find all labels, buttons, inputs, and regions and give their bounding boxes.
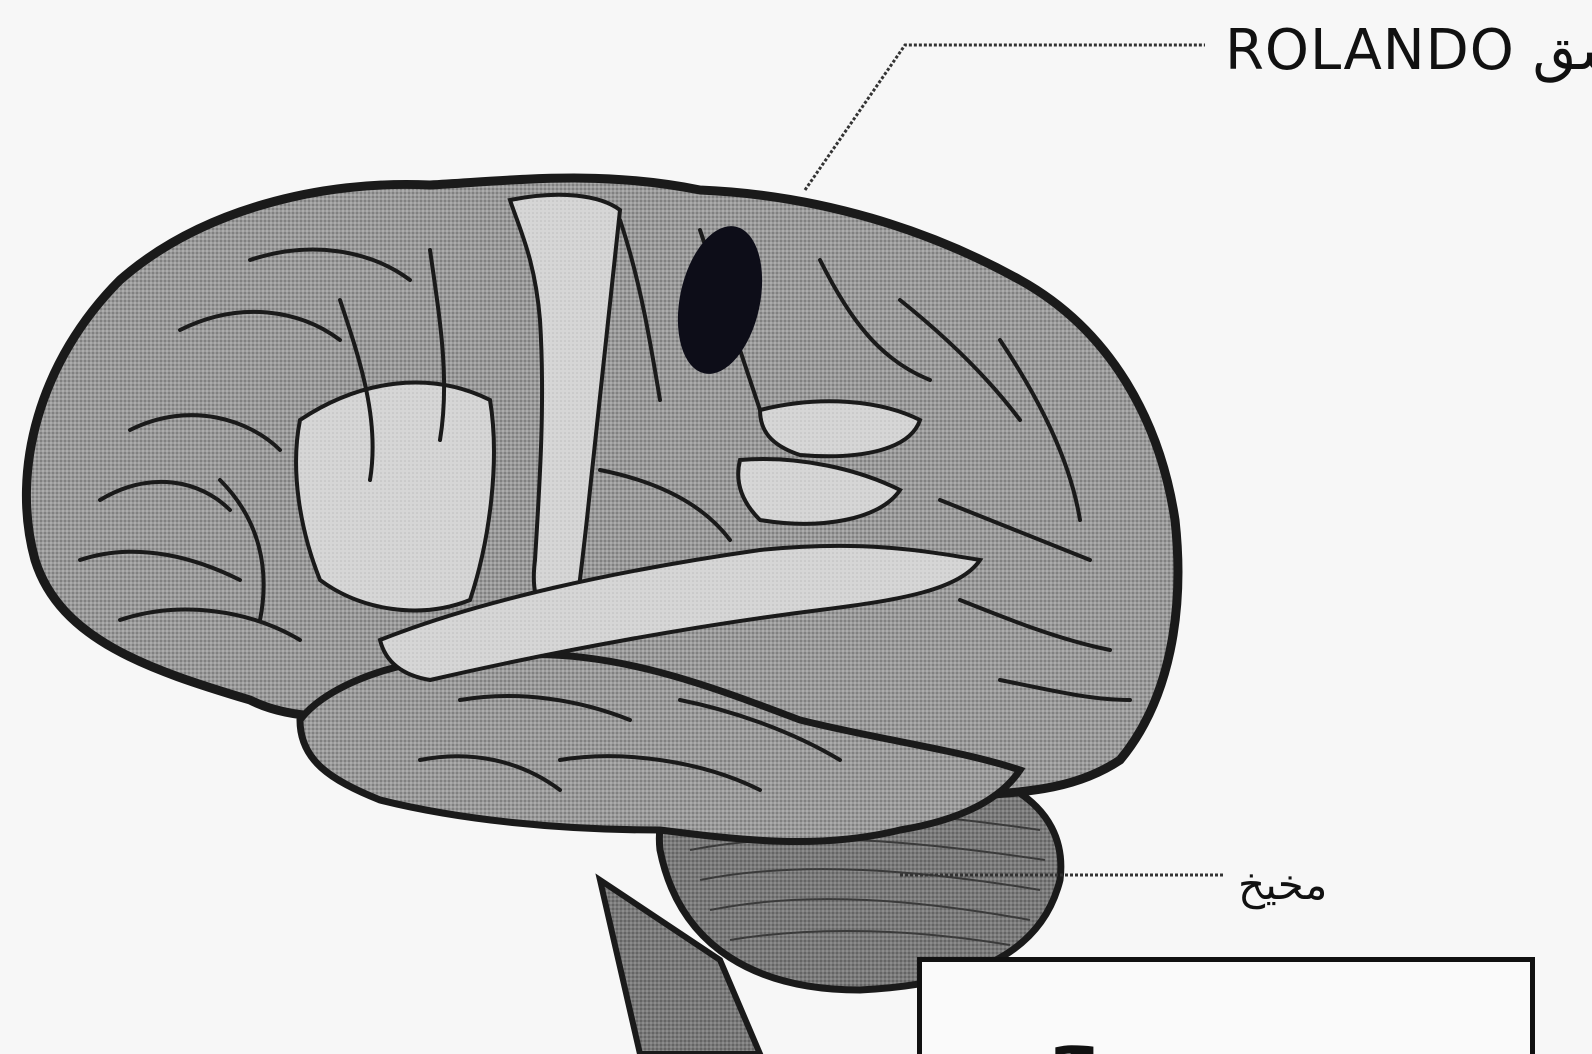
frontal-light-region: [296, 383, 494, 611]
rolando-leader-line: [805, 45, 1205, 190]
caption-text: ح: [1050, 1010, 1100, 1054]
caption-box: [917, 957, 1535, 1054]
rolando-fissure-label: شق ROLANDO: [1225, 18, 1592, 83]
cerebellum-label: مخيخ: [1238, 860, 1327, 909]
